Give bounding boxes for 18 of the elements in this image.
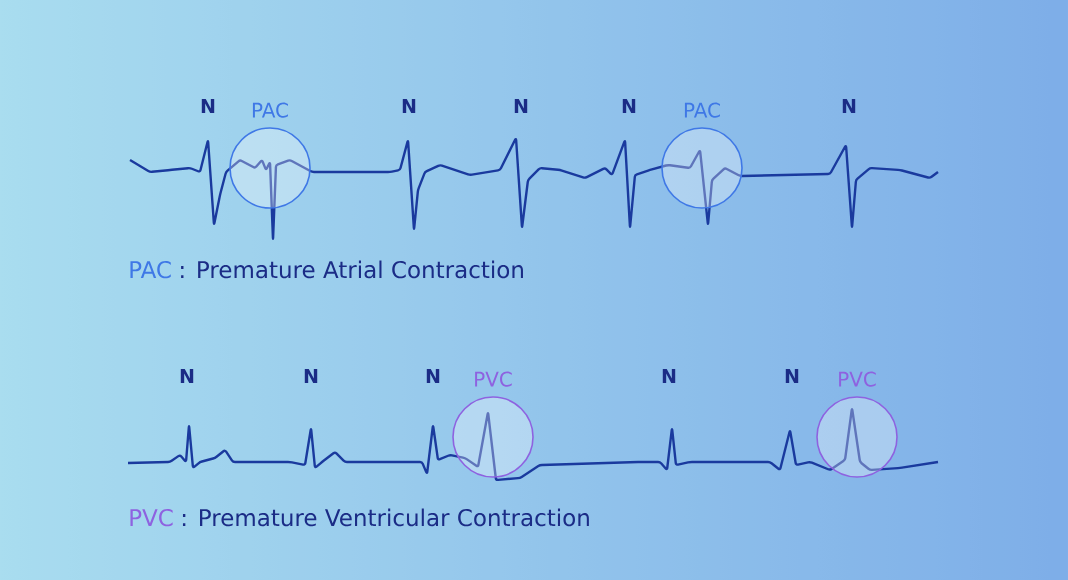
- node-label: PVC: [475, 371, 512, 387]
- definition-text: : Premature Atrial Contraction: [181, 260, 523, 279]
- beat-label: N: [201, 99, 215, 113]
- beat-label: N: [622, 99, 636, 113]
- node-label: PAC: [252, 102, 288, 118]
- beat-label: N: [514, 99, 528, 113]
- beat-label: N: [402, 99, 416, 113]
- beat-label: N: [785, 369, 799, 383]
- beat-label: N: [842, 99, 856, 113]
- definition-text: : Premature Ventricular Contraction: [182, 508, 589, 527]
- node-label: PVC: [839, 371, 876, 387]
- abbreviation: PAC: [130, 260, 171, 279]
- node-label: PAC: [684, 102, 720, 118]
- beat-label: N: [426, 369, 440, 383]
- beat-label: N: [304, 369, 318, 383]
- beat-label: N: [662, 369, 676, 383]
- beat-label: N: [180, 369, 194, 383]
- abbreviation: PVC: [130, 508, 173, 527]
